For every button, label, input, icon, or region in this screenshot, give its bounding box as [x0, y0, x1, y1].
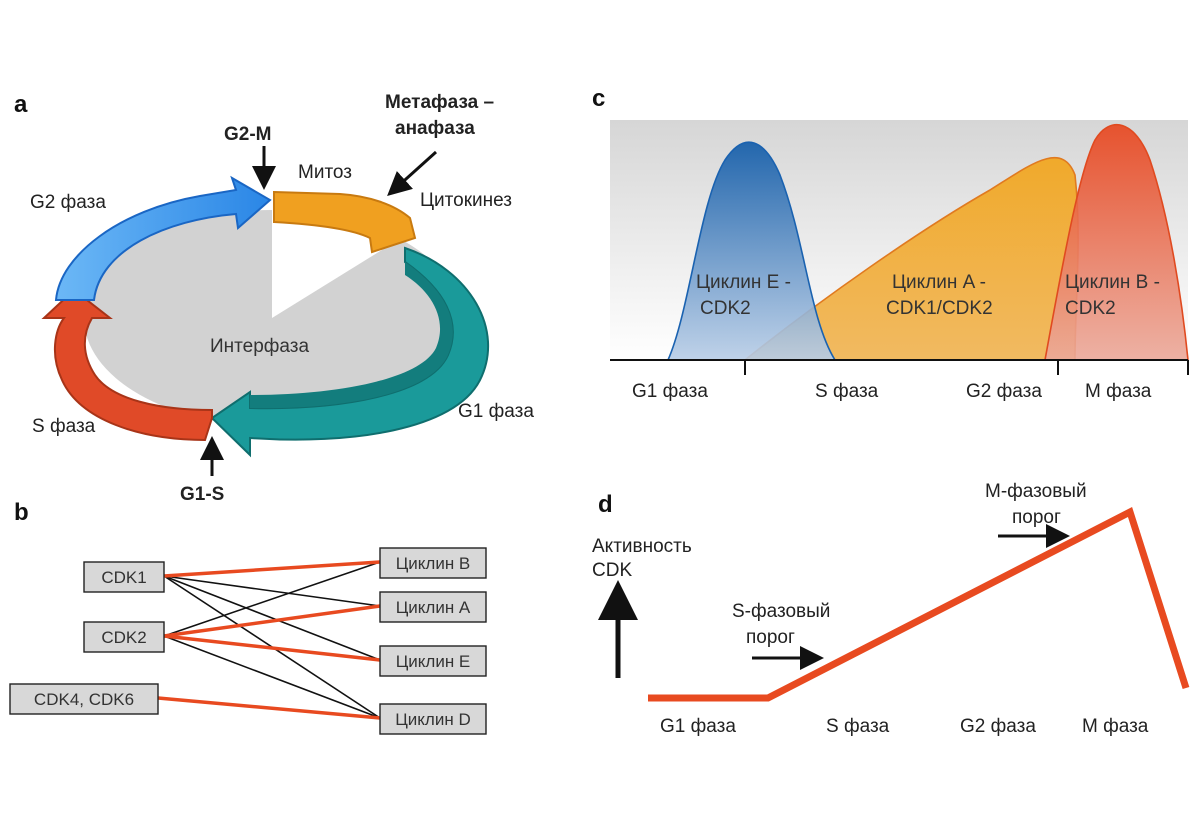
- red-links: [157, 560, 381, 720]
- cdk1-box: [83, 561, 165, 593]
- panel-b: b CDK1 CDK2 CDK4, CDK6 Циклин B Циклин A: [9, 499, 487, 735]
- cyclin-a-label-1: Циклин A -: [892, 272, 986, 293]
- cyclin-b-label-2: CDK2: [1065, 298, 1116, 319]
- mitosis-label: Митоз: [298, 162, 352, 183]
- metaphase-label-2: анафаза: [395, 118, 475, 139]
- g2-label: G2 фаза: [30, 192, 106, 213]
- activity-phase-s: S фаза: [826, 716, 890, 737]
- link-cdk1-cycE: [163, 575, 381, 661]
- m-threshold-label-2: порог: [1012, 507, 1061, 528]
- panel-label-b: b: [14, 499, 29, 526]
- mitosis-arrow: [273, 190, 417, 254]
- link-cdk2-cycE: [163, 634, 381, 662]
- g1-label: G1 фаза: [458, 401, 534, 422]
- cdk2-box: [83, 621, 165, 653]
- cyclin-b-label: Циклин B: [396, 554, 471, 573]
- cyclin-a-label-2: CDK1/CDK2: [886, 298, 993, 319]
- panel-label-d: d: [598, 491, 613, 518]
- cyclin-d-label: Циклин D: [395, 710, 471, 729]
- link-cdk2-cycA: [163, 604, 381, 638]
- panel-c: c Циклин E - CDK2 Циклин A - CDK1/CDK2 Ц…: [592, 85, 1189, 402]
- interphase-label: Интерфаза: [210, 336, 309, 357]
- levels-phase-m: M фаза: [1085, 381, 1152, 402]
- link-cdk1-cycB: [163, 560, 381, 578]
- cyclin-d-box: [379, 703, 487, 735]
- s-threshold-label-1: S-фазовый: [732, 601, 830, 622]
- cyclin-e-curve: [666, 141, 837, 361]
- link-cdk1-cycA: [163, 575, 381, 607]
- g2m-checkpoint-label: G2-M: [224, 124, 272, 145]
- cyclin-b-label-1: Циклин B -: [1065, 272, 1160, 293]
- m-threshold-label-1: M-фазовый: [985, 481, 1087, 502]
- levels-phase-g1: G1 фаза: [632, 381, 708, 402]
- link-cdk46-cycD: [157, 696, 381, 720]
- s-threshold-label-2: порог: [746, 627, 795, 648]
- activity-phase-g2: G2 фаза: [960, 716, 1036, 737]
- metaphase-label-1: Метафаза –: [385, 92, 494, 113]
- g1s-checkpoint-label: G1-S: [180, 484, 224, 505]
- cytokinesis-label: Цитокинез: [420, 190, 512, 211]
- cdk2-label: CDK2: [101, 628, 146, 647]
- link-cdk2-cycB: [163, 561, 381, 637]
- cyclin-e-label-1: Циклин E -: [696, 272, 791, 293]
- cyclin-e-label-2: CDK2: [700, 298, 751, 319]
- panel-d: d Активность CDK S-фазовый порог M-фазов…: [592, 481, 1190, 737]
- cdk46-label: CDK4, CDK6: [34, 690, 134, 709]
- black-links: [163, 561, 381, 719]
- cyclin-e-box: [379, 645, 487, 677]
- panel-label-a: a: [14, 91, 28, 118]
- panel-label-c: c: [592, 85, 605, 112]
- levels-phase-s: S фаза: [815, 381, 879, 402]
- cyclin-b-box: [379, 547, 487, 579]
- s-label: S фаза: [32, 416, 96, 437]
- cyclin-a-box: [379, 591, 487, 623]
- activity-phase-m: M фаза: [1082, 716, 1149, 737]
- panel-a: a Интерфаза G2 фаза S фаза G1 фаза Митоз…: [14, 91, 534, 505]
- metaphase-arrow: [387, 150, 438, 197]
- s-arrow: [41, 288, 213, 442]
- levels-phase-g2: G2 фаза: [966, 381, 1042, 402]
- link-cdk2-cycD: [163, 635, 381, 719]
- cdk46-box: [9, 683, 159, 715]
- cyclin-e-label: Циклин E: [396, 652, 471, 671]
- activity-ylabel-1: Активность: [592, 536, 692, 557]
- activity-line: [648, 506, 1190, 702]
- activity-ylabel-2: CDK: [592, 560, 632, 581]
- cyclin-b-curve: [1044, 123, 1189, 361]
- cdk1-label: CDK1: [101, 568, 146, 587]
- activity-phase-g1: G1 фаза: [660, 716, 736, 737]
- cyclin-a-label: Циклин A: [396, 598, 471, 617]
- g2-arrow: [54, 175, 272, 301]
